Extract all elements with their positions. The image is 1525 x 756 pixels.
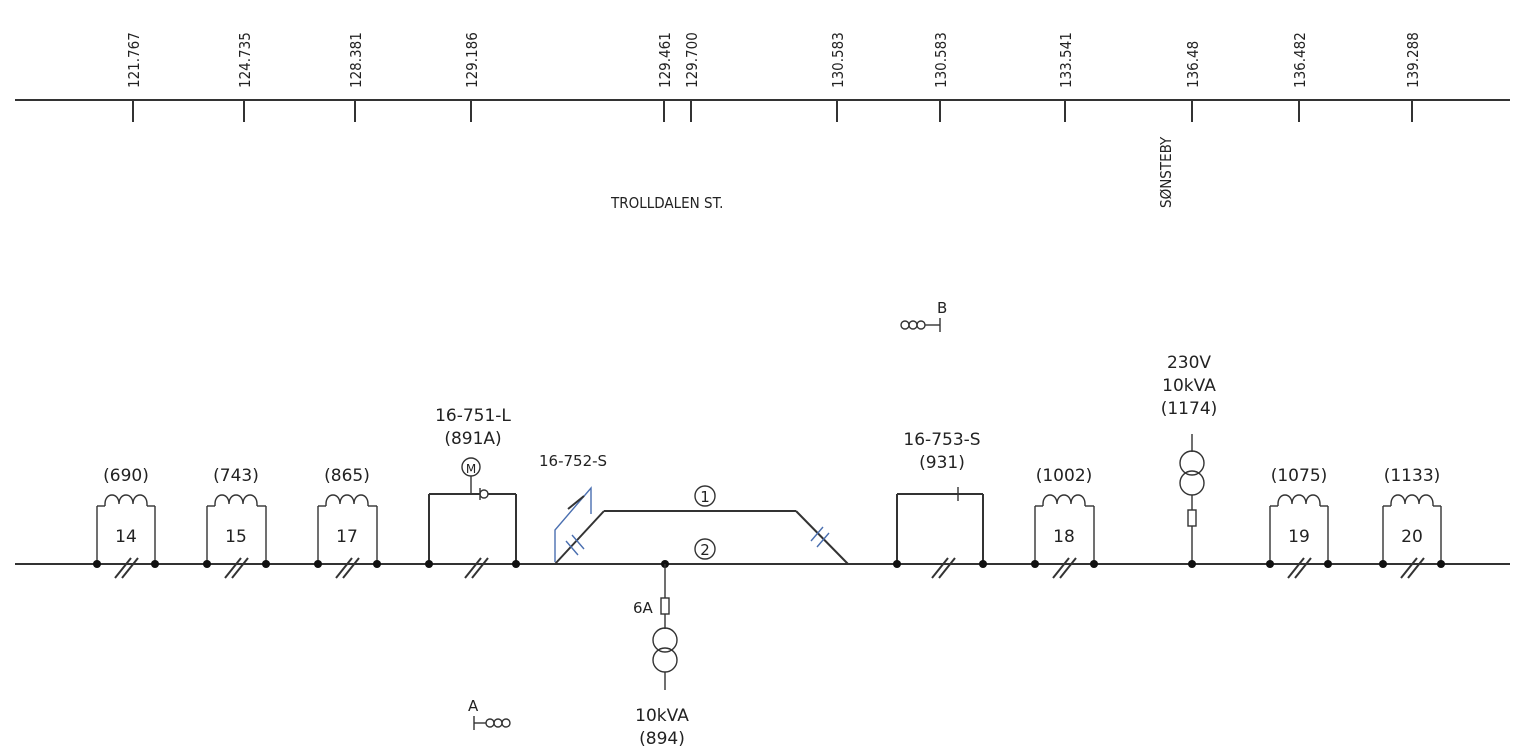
section-14: (690) 14 [93,466,159,579]
station-label-trolldalen: TROLLDALEN ST. [610,194,723,212]
switch-16-752-s: 16-752-S [539,452,607,562]
section-number: 14 [115,527,137,547]
insulator-slash [342,557,360,579]
coil-icon [214,494,258,505]
transformer-894-rating: 10kVA [635,706,689,726]
section-group: (690) 14 (743) 15 (865) 17 (1002) 18 (1075) 19 (11… [93,466,1445,579]
transformer-894: 6A 10kVA (894) [633,560,689,749]
section-ref: (1075) [1271,466,1328,486]
insulator-slash [1400,557,1418,579]
transformer-1174-voltage: 230V [1167,353,1211,373]
switch-751-id: 16-751-L [435,406,511,426]
km-tick-label: 136.48 [1184,41,1202,88]
marker-b-label: B [937,299,947,317]
section-ref: (690) [103,466,149,486]
station-tracks: 1 2 [554,485,849,565]
section-17: (865) 17 [314,466,381,579]
transformer-1174: 230V 10kVA (1174) [1161,353,1218,568]
insulator-slash [335,557,353,579]
track-2-marker [694,538,716,560]
insulator-slash [121,557,139,579]
section-insulator-left [565,534,585,556]
transformer-icon [652,627,678,653]
km-tick-label: 130.583 [932,32,950,88]
km-axis: 121.767 124.735 128.381 129.186 129.461 129.7… [15,32,1510,122]
km-tick-label: 124.735 [236,32,254,88]
km-tick-label: 129.461 [656,32,674,88]
switch-contact-icon [479,489,489,499]
switch-753-ref: (931) [919,453,965,473]
section-19: (1075) 19 [1266,466,1332,579]
insulator-slash [1052,557,1070,579]
transformer-894-ref: (894) [639,729,685,749]
coil-icon [1390,494,1434,505]
insulator-slash [114,557,132,579]
coil-icon [104,494,148,505]
switch-753-id: 16-753-S [903,430,980,450]
switch-16-751-l: 16-751-L (891A) M [425,406,520,579]
section-ref: (1002) [1036,466,1093,486]
switch-751-ref: (891A) [444,429,501,449]
section-20: (1133) 20 [1379,466,1445,579]
transformer-894-fuse: 6A [633,599,654,617]
track-1-marker [694,485,716,507]
motor-label: M [466,462,476,476]
switch-752-id: 16-752-S [539,452,607,470]
section-number: 17 [336,527,358,547]
transformer-icon [1179,450,1205,476]
km-tick-label: 129.700 [683,32,701,88]
section-18: (1002) 18 [1031,466,1098,579]
km-tick-label: 128.381 [347,32,365,88]
insulator-slash [1407,557,1425,579]
section-number: 15 [225,527,247,547]
section-number: 18 [1053,527,1075,547]
section-ref: (865) [324,466,370,486]
km-tick-label: 136.482 [1291,32,1309,88]
section-number: 19 [1288,527,1310,547]
coil-icon [1277,494,1321,505]
insulator-slash [224,557,242,579]
insulator-slash [1287,557,1305,579]
insulator-slash [231,557,249,579]
km-tick-label: 139.288 [1404,32,1422,88]
track-1-label: 1 [700,488,710,506]
insulator-slash [1059,557,1077,579]
km-tick-label: 121.767 [125,32,143,88]
km-tick-label: 129.186 [463,32,481,88]
fuse-icon [660,597,670,615]
section-number: 20 [1401,527,1423,547]
section-ref: (1133) [1384,466,1441,486]
km-tick-label: 133.541 [1057,32,1075,88]
section-ref: (743) [213,466,259,486]
coil-icon [1042,494,1086,505]
km-tick-group: 121.767 124.735 128.381 129.186 129.461 129.7… [125,32,1422,122]
switch-16-753-s: 16-753-S (931) [893,430,987,579]
transformer-1174-ref: (1174) [1161,399,1218,419]
section-15: (743) 15 [203,466,270,579]
section-insulator-right [810,526,830,548]
km-tick-label: 130.583 [829,32,847,88]
insulator-slash [1294,557,1312,579]
fuse-icon [1187,509,1197,527]
station-label-sonsteby: SØNSTEBY [1157,136,1175,208]
transformer-1174-rating: 10kVA [1162,376,1216,396]
track-2-label: 2 [700,541,710,559]
marker-a: A [468,697,511,730]
marker-a-label: A [468,697,479,715]
coil-icon [325,494,369,505]
marker-b: B [900,299,947,332]
